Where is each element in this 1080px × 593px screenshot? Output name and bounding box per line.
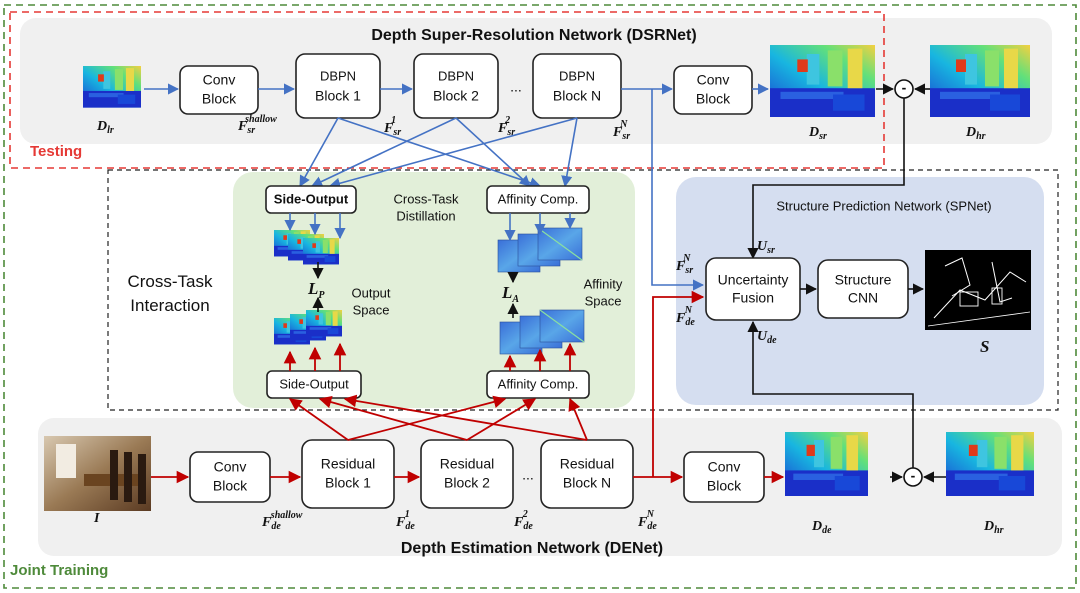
joint-training-region xyxy=(3,4,1077,589)
d-de-image xyxy=(785,432,868,496)
residual-block-2: Residual Block 2 xyxy=(420,439,514,509)
loss-a: LA xyxy=(501,283,519,305)
side-output-bottom: Side-Output xyxy=(266,370,362,399)
cross-task-label-2: Interaction xyxy=(130,296,209,315)
distillation-label-2: Distillation xyxy=(396,208,455,223)
f-sr-n-label: FsrN xyxy=(612,119,630,142)
svg-text:Conv: Conv xyxy=(697,72,730,88)
d-lr-image xyxy=(83,66,141,108)
de-conv-block-2: Conv Block xyxy=(683,451,765,503)
residual-ellipsis: ... xyxy=(522,467,534,483)
d-sr-image xyxy=(770,45,875,117)
minus-node-top: - xyxy=(894,79,914,99)
d-hr-label-bottom: Dhr xyxy=(983,519,1004,536)
f-de-n-spnet-label: FdeN xyxy=(675,305,695,328)
svg-text:Affinity Comp.: Affinity Comp. xyxy=(498,191,579,206)
svg-text:DBPN: DBPN xyxy=(320,68,356,83)
d-hr-image-top xyxy=(930,45,1030,117)
svg-text:Block 1: Block 1 xyxy=(315,88,361,104)
distillation-label: Cross-Task xyxy=(393,191,459,206)
d-hr-image-bottom xyxy=(946,432,1034,496)
structure-cnn-block: Structure CNN xyxy=(817,259,909,319)
de-affinity-stack xyxy=(499,309,585,355)
svg-text:Block 1: Block 1 xyxy=(325,475,371,491)
structure-map-s xyxy=(925,250,1031,330)
spnet-title: Structure Prediction Network (SPNet) xyxy=(776,198,991,213)
affinity-comp-bottom: Affinity Comp. xyxy=(486,370,590,399)
sr-conv-block-2: Conv Block xyxy=(673,65,753,115)
joint-training-label: Joint Training xyxy=(10,562,108,579)
svg-text:Side-Output: Side-Output xyxy=(274,191,349,206)
f-de-1-label: Fde1 xyxy=(395,509,415,532)
uncertainty-fusion-block: Uncertainty Fusion xyxy=(705,257,801,321)
svg-text:Structure: Structure xyxy=(835,272,892,288)
svg-text:Conv: Conv xyxy=(214,459,247,475)
svg-text:Block N: Block N xyxy=(553,88,601,104)
svg-text:Residual: Residual xyxy=(440,456,494,472)
svg-text:Residual: Residual xyxy=(560,456,614,472)
f-sr-2-label: Fsr2 xyxy=(497,115,515,138)
svg-text:Block: Block xyxy=(202,91,237,107)
s-label: S xyxy=(980,337,989,356)
dbpn-ellipsis: ... xyxy=(510,79,522,95)
svg-text:Block N: Block N xyxy=(563,475,611,491)
svg-text:Block 2: Block 2 xyxy=(433,88,479,104)
affinity-space-label: Affinity xyxy=(584,276,623,291)
de-conv-block-1: Conv Block xyxy=(189,451,271,503)
minus-node-bottom: - xyxy=(903,467,923,487)
f-sr-1-label: Fsr1 xyxy=(383,115,401,138)
d-lr-label: Dlr xyxy=(96,119,114,136)
testing-label: Testing xyxy=(30,143,82,160)
denet-arrows xyxy=(151,290,946,484)
u-sr-label: Usr xyxy=(757,239,775,256)
dbpn-block-2: DBPN Block 2 xyxy=(413,53,499,119)
d-de-label: Dde xyxy=(811,519,832,536)
f-sr-n-spnet-label: FsrN xyxy=(675,253,693,276)
svg-text:DBPN: DBPN xyxy=(559,68,595,83)
dsrnet-arrows xyxy=(144,83,930,291)
dbpn-block-n: DBPN Block N xyxy=(532,53,622,119)
d-sr-label: Dsr xyxy=(808,125,827,142)
svg-text:Conv: Conv xyxy=(708,459,741,475)
denet-title: Depth Estimation Network (DENet) xyxy=(401,540,663,557)
u-de-label: Ude xyxy=(757,329,777,346)
f-sr-shallow-label: Fsrshallow xyxy=(237,114,277,136)
svg-text:Uncertainty: Uncertainty xyxy=(718,272,789,288)
output-space-label: Output xyxy=(351,285,390,300)
side-output-top: Side-Output xyxy=(265,185,357,214)
svg-text:-: - xyxy=(902,80,907,96)
svg-text:Block: Block xyxy=(213,478,248,494)
dbpn-block-1: DBPN Block 1 xyxy=(295,53,381,119)
residual-block-1: Residual Block 1 xyxy=(301,439,395,509)
spnet-arrows xyxy=(747,283,925,468)
rgb-input-image xyxy=(44,436,151,511)
affinity-space-label-2: Space xyxy=(585,293,622,308)
svg-text:Residual: Residual xyxy=(321,456,375,472)
f-de-shallow-label: Fdeshallow xyxy=(261,510,303,532)
f-de-n-label: FdeN xyxy=(637,509,657,532)
affinity-comp-top: Affinity Comp. xyxy=(486,185,590,214)
svg-text:Block 2: Block 2 xyxy=(444,475,490,491)
output-space-label-2: Space xyxy=(353,302,390,317)
loss-p: LP xyxy=(307,279,325,301)
svg-text:Conv: Conv xyxy=(203,72,236,88)
svg-text:DBPN: DBPN xyxy=(438,68,474,83)
svg-text:Side-Output: Side-Output xyxy=(279,376,349,391)
svg-text:Block: Block xyxy=(696,91,731,107)
input-i-label: I xyxy=(93,511,100,526)
svg-text:-: - xyxy=(911,468,916,484)
svg-text:Fusion: Fusion xyxy=(732,290,774,306)
cross-task-label: Cross-Task xyxy=(127,272,213,291)
d-hr-label-top: Dhr xyxy=(965,125,986,142)
dsrnet-title: Depth Super-Resolution Network (DSRNet) xyxy=(371,27,696,44)
sr-conv-block-1: Conv Block xyxy=(179,65,259,115)
cross-task-inner-arrows xyxy=(283,213,577,371)
svg-text:Block: Block xyxy=(707,478,742,494)
residual-block-n: Residual Block N xyxy=(540,439,634,509)
svg-text:Affinity Comp.: Affinity Comp. xyxy=(498,376,579,391)
f-de-2-label: Fde2 xyxy=(513,509,533,532)
svg-text:CNN: CNN xyxy=(848,290,878,306)
cross-task-region xyxy=(107,169,1059,411)
